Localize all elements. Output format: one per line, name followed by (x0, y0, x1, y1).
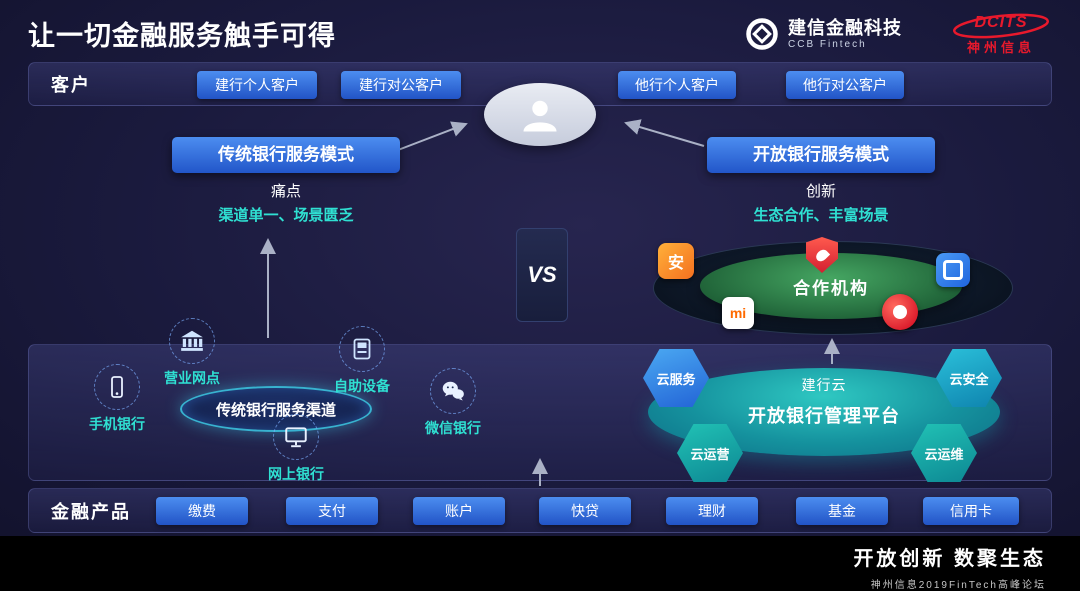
channel-wechat-banking: 微信银行 (408, 368, 498, 438)
channel-mobile-banking: 手机银行 (72, 364, 162, 434)
bank-icon (181, 330, 203, 351)
page-title: 让一切金融服务触手可得 (28, 21, 336, 51)
ccb-logo-name: 建信金融科技 (788, 18, 902, 38)
computer-ring (273, 414, 319, 460)
channel-label: 手机银行 (89, 416, 145, 432)
product-button-payment[interactable]: 支付 (286, 497, 378, 525)
traditional-mode-button[interactable]: 传统银行服务模式 (172, 137, 400, 173)
user-avatar (484, 83, 596, 146)
product-button-wealth[interactable]: 理财 (666, 497, 758, 525)
ccb-cloud-label: 建行云 (801, 377, 847, 393)
customer-button-other-corporate[interactable]: 他行对公客户 (786, 71, 904, 99)
partner-title: 合作机构 (793, 278, 869, 298)
product-button-quick-loan[interactable]: 快贷 (539, 497, 631, 525)
channel-label: 网上银行 (268, 466, 324, 482)
dcits-logo-name: DCITS (974, 14, 1028, 31)
product-button-fund[interactable]: 基金 (796, 497, 888, 525)
pain-point-tag: 痛点 (270, 183, 301, 200)
footer-bar: 开放创新 数聚生态 神州信息2019FinTech高峰论坛 (0, 536, 1080, 591)
branch-ring (169, 318, 215, 364)
channel-self-service: 自助设备 (317, 326, 407, 396)
wechat-icon (442, 381, 464, 401)
traditional-channels-title: 传统银行服务渠道 (215, 401, 336, 419)
products-band-label: 金融产品 (51, 501, 131, 522)
flame-glyph (813, 246, 831, 264)
footer-subtitle: 神州信息2019FinTech高峰论坛 (870, 580, 1046, 591)
customer-button-other-personal[interactable]: 他行个人客户 (618, 71, 736, 99)
channel-online-banking: 网上银行 (251, 414, 341, 484)
atm-icon (353, 338, 371, 360)
atm-ring (339, 326, 385, 372)
channel-label: 营业网点 (164, 370, 220, 386)
open-mode-button[interactable]: 开放银行服务模式 (707, 137, 935, 173)
footer-text-block: 开放创新 数聚生态 神州信息2019FinTech高峰论坛 (853, 542, 1046, 591)
footer-slogan: 开放创新 数聚生态 (853, 548, 1046, 570)
customer-button-ccb-corporate[interactable]: 建行对公客户 (341, 71, 461, 99)
dcits-swoosh-icon (952, 13, 1050, 39)
wechat-ring (430, 368, 476, 414)
innovation-desc: 生态合作、丰富场景 (753, 207, 889, 224)
dcits-logo: DCITS 神州信息 (948, 10, 1054, 56)
arrow-traditional-to-customer (397, 121, 468, 151)
customer-button-ccb-personal[interactable]: 建行个人客户 (197, 71, 317, 99)
channel-branch: 营业网点 (147, 318, 237, 388)
customer-band-label: 客户 (51, 75, 91, 95)
innovation-tag: 创新 (805, 183, 836, 200)
arrow-open-to-customer (624, 119, 705, 147)
monitor-icon (285, 427, 307, 448)
person-icon (523, 100, 557, 131)
ccb-fintech-logo: 建信金融科技 CCB Fintech (744, 16, 902, 52)
product-button-account[interactable]: 账户 (413, 497, 505, 525)
dcits-logo-subtitle: 神州信息 (966, 40, 1035, 55)
partner-xiaomi-icon: mi (722, 297, 754, 329)
product-button-credit-card[interactable]: 信用卡 (923, 497, 1019, 525)
partner-red-app-icon (882, 294, 918, 330)
product-button-bill-pay[interactable]: 缴费 (156, 497, 248, 525)
ccb-coin-icon (746, 18, 778, 50)
channel-label: 自助设备 (334, 378, 390, 394)
app-glyph (943, 260, 963, 280)
pain-point-desc: 渠道单一、场景匮乏 (218, 207, 354, 224)
vs-badge: VS (516, 228, 568, 322)
partner-security-app-icon: 安 (658, 243, 694, 279)
phone-ring (94, 364, 140, 410)
partner-blue-app-icon (936, 253, 970, 287)
mobile-phone-icon (111, 376, 123, 398)
open-platform-title: 开放银行管理平台 (748, 406, 900, 426)
ccb-logo-text: 建信金融科技 CCB Fintech (788, 18, 902, 50)
channel-label: 微信银行 (425, 420, 481, 436)
products-band: 金融产品 缴费 支付 账户 快贷 理财 基金 信用卡 (28, 488, 1052, 533)
ccb-logo-subtitle: CCB Fintech (788, 39, 867, 50)
app-glyph (893, 305, 907, 319)
